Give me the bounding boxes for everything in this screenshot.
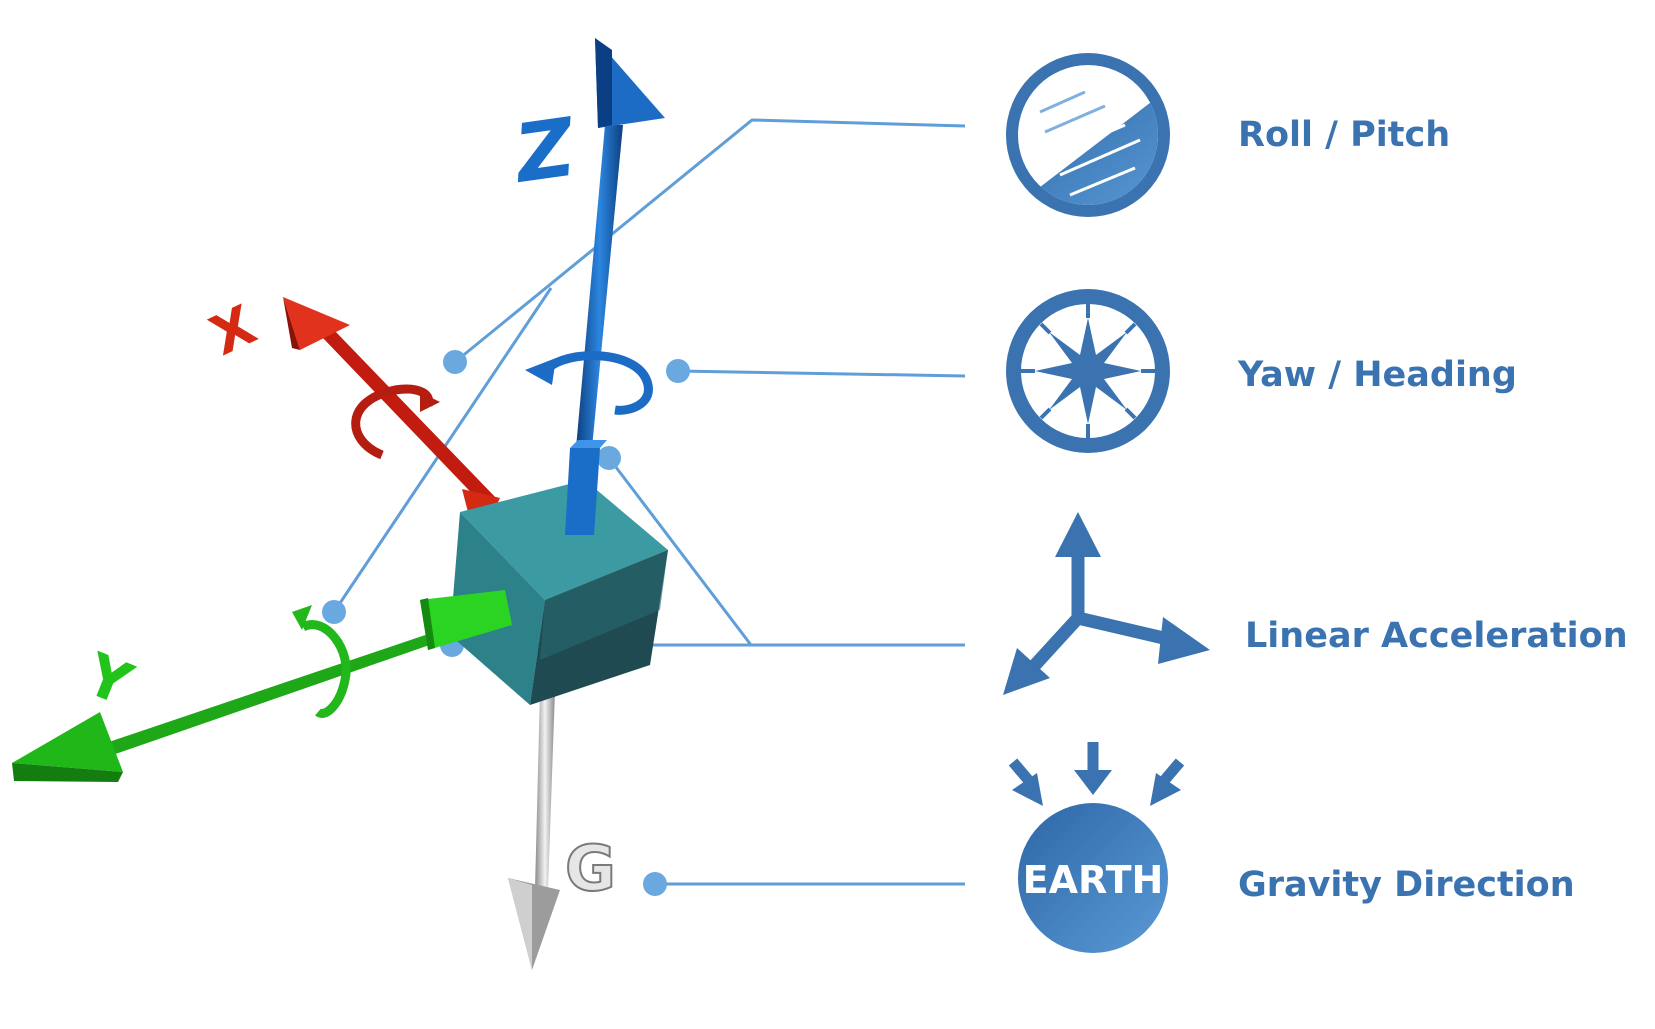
x-axis-label: X xyxy=(201,293,265,368)
leader-dot xyxy=(643,872,667,896)
y-axis-label: Y xyxy=(76,640,142,720)
leader-lines xyxy=(332,118,966,886)
leader-dot xyxy=(443,350,467,374)
g-axis: G xyxy=(508,690,617,970)
label-gravity-direction: Gravity Direction xyxy=(1238,865,1575,905)
z-rotation-arrow xyxy=(540,351,653,415)
leader-roll-pitch xyxy=(454,118,966,364)
x-axis: X xyxy=(201,293,500,520)
earth-gravity-icon: EARTH xyxy=(1008,742,1185,953)
y-axis: Y xyxy=(12,590,512,782)
y-rotation-arrow xyxy=(300,620,351,718)
z-axis-label: Z xyxy=(507,100,582,201)
z-axis: Z xyxy=(507,38,665,535)
earth-label: EARTH xyxy=(1023,858,1164,902)
leader-dot xyxy=(322,600,346,624)
three-axis-arrows-icon xyxy=(1003,512,1210,695)
g-axis-label: G xyxy=(565,832,616,905)
compass-icon xyxy=(1006,289,1170,453)
leader-dot xyxy=(597,446,621,470)
label-yaw-heading: Yaw / Heading xyxy=(1237,355,1517,395)
label-linear-acceleration: Linear Acceleration xyxy=(1245,616,1628,656)
leader-yaw xyxy=(677,369,966,378)
x-rotation-arrow xyxy=(351,384,434,460)
label-roll-pitch: Roll / Pitch xyxy=(1238,115,1450,155)
legend-labels: Roll / Pitch Yaw / Heading Linear Accele… xyxy=(1237,115,1628,905)
attitude-indicator-icon xyxy=(1006,53,1170,217)
leader-dot xyxy=(666,359,690,383)
sensor-cube xyxy=(450,480,668,705)
